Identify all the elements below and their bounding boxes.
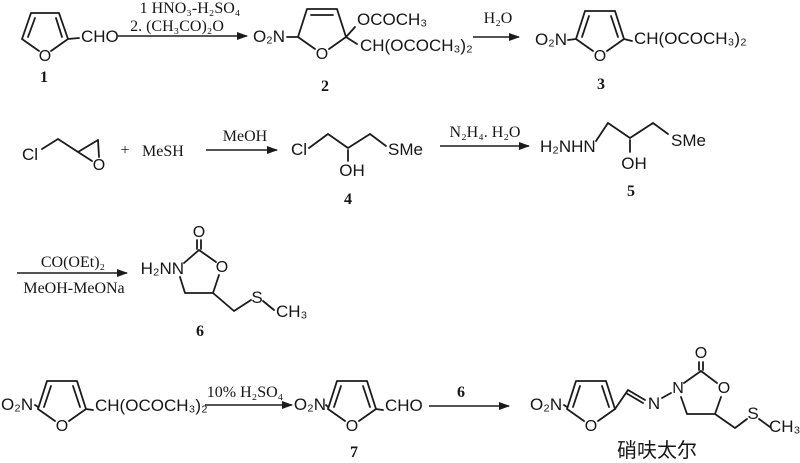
compound-2-dihydrofuran-triacetate: O₂N O OCOCH₃ CH(OCOCH₃)₂ 2	[253, 8, 473, 95]
compound-number: 2	[321, 78, 329, 95]
ring-oxygen-label: O	[594, 48, 606, 65]
methanethiol-label: MeSH	[142, 143, 184, 160]
sulfur-label: S	[251, 288, 262, 307]
product-nifuratel-structure: O₂N O N N O O S CH₃ 硝呋太尔	[530, 345, 800, 462]
acetate-group-label: OCOCH₃	[357, 10, 427, 29]
chain-bonds	[308, 133, 387, 162]
ring-oxygen-label: O	[39, 48, 51, 65]
ring-nitrogen-label: N	[672, 380, 684, 397]
furan-ring-bonds	[325, 380, 384, 422]
ring-oxygen-label: O	[585, 418, 597, 435]
sulfur-label: S	[747, 404, 758, 423]
ring-oxygen2-label: O	[718, 380, 730, 397]
carbonyl-oxygen-label: O	[695, 345, 707, 362]
furan-ring-bonds	[34, 380, 94, 422]
compound-number: 3	[597, 76, 605, 93]
ring-oxygen-label: O	[316, 46, 328, 63]
oxazolidinone-ring-bonds	[179, 239, 275, 312]
aldehyde-label: CHO	[385, 396, 423, 415]
reagent-sulfuric-acid: 10% H₂SO₄	[207, 384, 284, 401]
compound-number: 5	[627, 183, 635, 200]
plus-sign: +	[120, 142, 129, 159]
reagent-hydrazine: N₂H₄. H₂O	[450, 124, 521, 141]
hydrazino-label: H₂NHN	[540, 137, 596, 156]
aldehyde-label: CHO	[81, 27, 119, 46]
chloro-label: Cl	[291, 140, 307, 159]
nitro-group-label: O₂N	[253, 27, 285, 46]
carbonyl-oxygen-label: O	[193, 224, 205, 241]
compound-3-repeat-structure: O₂N O CH(OCOCH₃)₂	[1, 380, 208, 435]
epichlorohydrin-structure: Cl O	[22, 138, 105, 174]
compound-number: 7	[350, 444, 358, 461]
methyl-label: CH₃	[769, 417, 800, 436]
amino-group-label: H₂NN	[141, 259, 184, 278]
nitro-group-label: O₂N	[294, 395, 326, 414]
thioether-label: SMe	[671, 131, 706, 150]
furan-ring-bonds	[21, 12, 80, 52]
epoxide-oxygen-label: O	[93, 157, 105, 174]
nitro-group-label: O₂N	[535, 30, 567, 49]
ring-oxygen-label: O	[346, 418, 358, 435]
compound-4-chlorohydrin: Cl OH SMe 4	[291, 133, 423, 208]
chain-bonds	[595, 122, 669, 153]
product-name-chinese: 硝呋太尔	[617, 439, 697, 462]
thioether-label: SMe	[388, 140, 423, 159]
compound-6-aminooxazolidinone: H₂NN O O S CH₃ 6	[141, 224, 308, 340]
compound-7-nitrofurfural: O₂N O CHO 7	[294, 380, 423, 461]
ring-oxygen-label: O	[56, 418, 68, 435]
arrow-cyclization: CO(OEt)₂ MeOH-MeONa	[17, 254, 128, 297]
arrow-hydrazinolysis: N₂H₄. H₂O	[440, 124, 530, 150]
compound-5-hydrazino-alcohol: H₂NHN OH SMe 5	[540, 122, 706, 200]
oxazolidinone-ring-bonds	[680, 361, 771, 429]
diacetate-group-label: CH(OCOCH₃)₂	[634, 29, 747, 48]
furan-ring-bonds	[567, 10, 633, 52]
reagent-meoh: MeOH	[223, 128, 268, 145]
arrow-thiol-opening: MeOH	[206, 128, 278, 154]
ring-bonds	[286, 8, 358, 50]
reagent-step2: 2. (CH₃CO)₂O	[130, 18, 224, 35]
hydroxyl-label: OH	[621, 154, 647, 173]
ring-oxygen-label: O	[216, 259, 228, 276]
nitro-group-label: O₂N	[530, 395, 562, 414]
reagent-methoxide: MeOH-MeONa	[23, 280, 124, 297]
diacetate-group-label: CH(OCOCH₃)₂	[360, 36, 473, 55]
reagent-water: H₂O	[484, 10, 513, 27]
epoxide-bonds	[41, 138, 100, 162]
chloro-label: Cl	[22, 145, 38, 164]
nitro-group-label: O₂N	[1, 395, 33, 414]
compound-number: 4	[344, 191, 352, 208]
reagent-carbonate: CO(OEt)₂	[41, 254, 105, 271]
arrow-hydrolysis-partial: H₂O	[473, 10, 520, 41]
diacetate-group-label: CH(OCOCH₃)₂	[95, 396, 208, 415]
compound-number: 6	[196, 323, 204, 340]
methyl-label: CH₃	[276, 302, 307, 321]
furan-ring-bonds	[563, 380, 616, 422]
compound-3-nitrofuran-diacetate: O₂N O CH(OCOCH₃)₂ 3	[535, 10, 747, 93]
arrow-acid-hydrolysis: 10% H₂SO₄	[205, 384, 293, 409]
compound-1-furfural: O CHO 1	[21, 12, 119, 86]
reagent-step1: 1 HNO₃-H₂SO₄	[140, 0, 241, 17]
imine-nitrogen-label: N	[648, 394, 660, 413]
hydroxyl-label: OH	[339, 161, 365, 180]
reagent-compound-6: 6	[457, 384, 465, 401]
arrow-nitration: 1 HNO₃-H₂SO₄ 2. (CH₃CO)₂O	[118, 0, 248, 40]
arrow-condensation: 6	[429, 384, 510, 410]
imine-bonds	[614, 389, 672, 410]
compound-number: 1	[40, 69, 48, 86]
